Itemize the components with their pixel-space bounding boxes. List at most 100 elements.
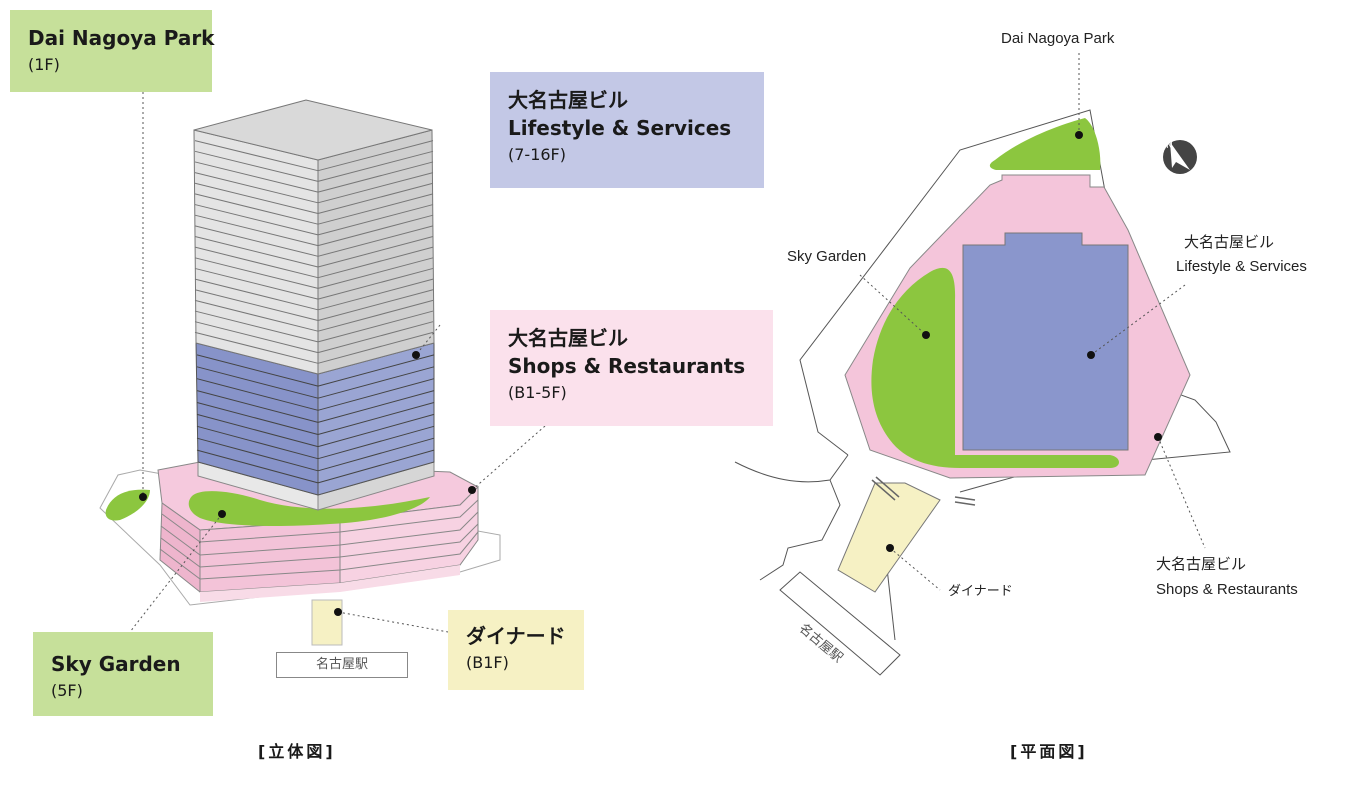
floor-line bbox=[317, 257, 434, 289]
plan-stairs bbox=[871, 476, 976, 506]
floor-line bbox=[317, 437, 435, 472]
podium-floor-lines bbox=[159, 499, 479, 580]
dinard-3d bbox=[311, 599, 343, 646]
floor-line bbox=[194, 150, 319, 182]
plan-dinard bbox=[837, 482, 941, 593]
floor-line bbox=[317, 204, 434, 236]
floor-line bbox=[317, 366, 435, 399]
floor-line bbox=[317, 246, 434, 279]
plan-label-dinard: ダイナード bbox=[948, 583, 1013, 598]
floor-line bbox=[317, 402, 435, 435]
floor-line bbox=[194, 267, 319, 300]
park-floor: (1F) bbox=[28, 55, 60, 74]
floor-line bbox=[317, 331, 434, 364]
floor-line bbox=[196, 449, 319, 484]
lifestyle-name-en: Lifestyle & Services bbox=[508, 116, 732, 140]
sky-floor: (5F) bbox=[51, 681, 83, 700]
tower-roof bbox=[193, 99, 433, 161]
lifestyle-floor: (7-16F) bbox=[508, 145, 566, 164]
floor-line bbox=[194, 204, 319, 236]
shops-floor: (B1-5F) bbox=[508, 383, 567, 402]
floor-line bbox=[317, 172, 434, 204]
park-3d bbox=[105, 489, 150, 521]
floor-line bbox=[196, 390, 319, 423]
floor-line bbox=[317, 267, 434, 300]
floor-line bbox=[317, 425, 435, 460]
leader-lines-right bbox=[859, 53, 1206, 591]
lifestyle-name-jp: 大名古屋ビル bbox=[508, 88, 628, 112]
floor-line bbox=[317, 449, 435, 484]
plan-sky-garden bbox=[871, 267, 1119, 468]
compass-icon: N bbox=[1163, 140, 1197, 174]
floor-line bbox=[317, 140, 434, 172]
floor-line bbox=[196, 402, 319, 435]
podium-side-front bbox=[199, 519, 341, 593]
floor-line bbox=[317, 225, 434, 257]
floor-line bbox=[317, 390, 435, 423]
floor-line bbox=[194, 193, 319, 225]
floor-line bbox=[317, 378, 435, 411]
plan-station-strip bbox=[779, 571, 901, 676]
station-nagoya-3d: 名古屋駅 bbox=[276, 652, 408, 678]
floor-line bbox=[194, 172, 319, 204]
label-shops-restaurants: 大名古屋ビル Shops & Restaurants (B1-5F) bbox=[490, 310, 773, 426]
floor-line bbox=[194, 310, 319, 343]
floor-line bbox=[194, 331, 319, 364]
floor-line bbox=[317, 236, 434, 268]
floor-line bbox=[194, 225, 319, 257]
plan-label-park: Dai Nagoya Park bbox=[1001, 30, 1115, 47]
floor-line bbox=[194, 278, 319, 311]
floor-line bbox=[196, 425, 319, 460]
floor-line bbox=[194, 236, 319, 268]
shops-name-en: Shops & Restaurants bbox=[508, 354, 746, 378]
floor-line bbox=[317, 193, 434, 225]
caption-3d-view: [立体図] bbox=[258, 742, 336, 761]
leader-dots-right bbox=[886, 131, 1162, 552]
floor-line bbox=[317, 214, 434, 247]
floor-line bbox=[317, 354, 435, 387]
tower-floor-lines bbox=[194, 140, 435, 484]
shops-name-jp: 大名古屋ビル bbox=[508, 326, 628, 350]
caption-plan-view: [平面図] bbox=[1010, 742, 1088, 761]
floor-line bbox=[317, 321, 434, 354]
floor-line bbox=[194, 289, 319, 321]
floor-line bbox=[317, 310, 434, 343]
plan-label-shops-en: Shops & Restaurants bbox=[1156, 581, 1298, 598]
plan-label-sky-garden: Sky Garden bbox=[787, 248, 867, 265]
floor-line bbox=[196, 378, 319, 411]
dinard-floor: (B1F) bbox=[466, 653, 509, 672]
floor-line bbox=[317, 289, 434, 321]
label-sky-garden: Sky Garden (5F) bbox=[33, 632, 213, 716]
sky-name: Sky Garden bbox=[51, 652, 181, 676]
floor-line bbox=[317, 413, 435, 448]
floor-line bbox=[317, 161, 434, 193]
floor-line bbox=[194, 321, 319, 354]
floor-line bbox=[194, 182, 319, 214]
floor-line bbox=[194, 246, 319, 279]
plan-park bbox=[989, 118, 1101, 170]
leader-lines-left bbox=[129, 92, 546, 633]
plan-label-shops-jp: 大名古屋ビル bbox=[1156, 556, 1247, 573]
floor-line bbox=[194, 214, 319, 247]
sky-garden-3d bbox=[188, 491, 430, 526]
leader-dots-left bbox=[139, 351, 476, 616]
label-dai-nagoya-park: Dai Nagoya Park (1F) bbox=[10, 10, 215, 92]
floor-line bbox=[317, 299, 434, 332]
floor-line bbox=[196, 354, 319, 387]
floor-line bbox=[194, 161, 319, 193]
plan-label-lifestyle-en: Lifestyle & Services bbox=[1176, 258, 1307, 275]
floor-line bbox=[317, 150, 434, 182]
label-dinard: ダイナード (B1F) bbox=[448, 610, 584, 690]
floor-line bbox=[317, 182, 434, 214]
floor-line bbox=[196, 413, 319, 448]
park-name: Dai Nagoya Park bbox=[28, 26, 215, 50]
plan-tower bbox=[962, 232, 1129, 451]
floor-line bbox=[196, 366, 319, 399]
svg-text:N: N bbox=[1166, 141, 1173, 151]
floor-line bbox=[317, 278, 434, 311]
floor-line bbox=[194, 257, 319, 289]
floor-line bbox=[194, 140, 319, 172]
dinard-name: ダイナード bbox=[466, 624, 566, 648]
podium-bottom-strip bbox=[200, 565, 460, 602]
